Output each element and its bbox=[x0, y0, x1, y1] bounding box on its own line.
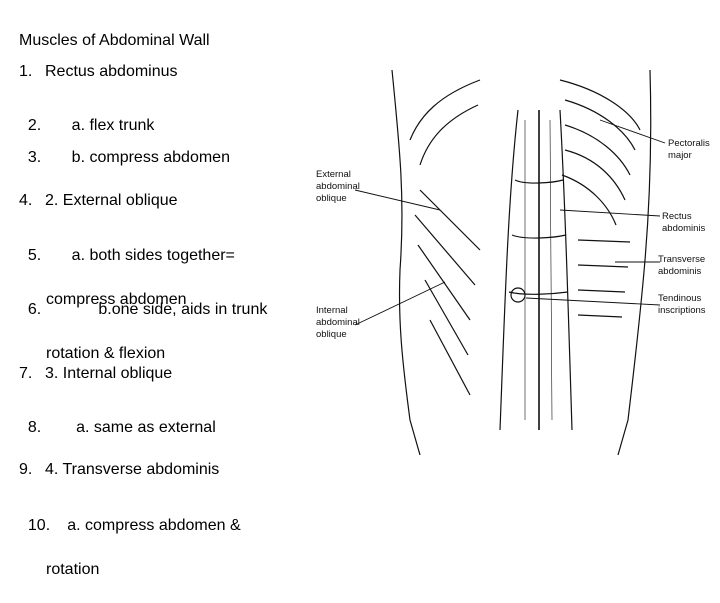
list-text-continuation: rotation bbox=[46, 561, 100, 578]
leader-line-external-oblique bbox=[354, 189, 441, 211]
label-internal-oblique-3: oblique bbox=[316, 329, 347, 340]
label-external-oblique-2: abdominal bbox=[316, 181, 360, 192]
list-number: 1. bbox=[19, 63, 33, 80]
label-external-oblique-1: External bbox=[316, 169, 351, 180]
list-item: 3. b. compress abdomen bbox=[19, 125, 230, 169]
leader-line-pectoralis bbox=[599, 119, 666, 144]
list-text: a. flex trunk bbox=[53, 117, 155, 134]
list-number: 6. bbox=[27, 301, 42, 318]
leader-line-rectus bbox=[559, 209, 661, 217]
label-internal-oblique-2: abdominal bbox=[316, 317, 360, 328]
label-rectus-1: Rectus bbox=[662, 211, 692, 222]
list-text: a. both sides together= bbox=[53, 247, 235, 264]
list-number: 3. bbox=[27, 149, 42, 166]
list-number: 10. bbox=[27, 517, 51, 534]
label-pectoralis-1: Pectoralis bbox=[668, 138, 710, 149]
list-text: 4. Transverse abdominis bbox=[45, 461, 220, 478]
list-item: 2. a. flex trunk bbox=[19, 93, 154, 137]
label-pectoralis-2: major bbox=[668, 150, 692, 161]
leader-line-internal-oblique bbox=[354, 281, 446, 326]
list-item: 8. a. same as external bbox=[19, 395, 216, 439]
list-number: 2. bbox=[27, 117, 42, 134]
list-number: 8. bbox=[27, 419, 42, 436]
slide-title: Muscles of Abdominal Wall bbox=[19, 32, 210, 49]
label-transverse-2: abdominis bbox=[658, 266, 702, 277]
list-item: 6. b.one side, aids in trunk rotation & … bbox=[19, 277, 267, 387]
list-item: 7. 3. Internal oblique bbox=[19, 363, 172, 385]
list-text: b.one side, aids in trunk bbox=[53, 301, 268, 318]
list-text: a. same as external bbox=[53, 419, 216, 436]
abdominal-muscles-illustration: External abdominal oblique Internal abdo… bbox=[316, 69, 710, 455]
list-number: 9. bbox=[19, 461, 33, 478]
list-number: 5. bbox=[27, 247, 42, 264]
list-number: 7. bbox=[19, 365, 33, 382]
torso-drawing bbox=[391, 69, 652, 455]
list-number: 4. bbox=[19, 192, 33, 209]
label-transverse-1: Transverse bbox=[658, 254, 705, 265]
label-external-oblique-3: oblique bbox=[316, 193, 347, 204]
list-text: 2. External oblique bbox=[45, 192, 178, 209]
list-text-continuation: rotation & flexion bbox=[46, 345, 166, 362]
list-text: a. compress abdomen & bbox=[53, 517, 241, 534]
leader-line-tendinous bbox=[525, 297, 661, 306]
list-item: 1. Rectus abdominus bbox=[19, 61, 178, 83]
label-internal-oblique-1: Internal bbox=[316, 305, 348, 316]
list-text: Rectus abdominus bbox=[45, 63, 178, 80]
list-text: b. compress abdomen bbox=[53, 149, 230, 166]
list-item: 4. 2. External oblique bbox=[19, 190, 178, 212]
list-text: 3. Internal oblique bbox=[45, 365, 173, 382]
label-rectus-2: abdominis bbox=[662, 223, 706, 234]
list-item: 9. 4. Transverse abdominis bbox=[19, 459, 219, 481]
list-item: 10. a. compress abdomen & rotation bbox=[19, 493, 241, 603]
list-text-continuation: compress abdomen bbox=[46, 291, 187, 308]
label-tendinous-2: inscriptions bbox=[658, 305, 706, 316]
label-tendinous-1: Tendinous bbox=[658, 293, 702, 304]
list-item: 5. a. both sides together= compress abdo… bbox=[19, 223, 235, 333]
